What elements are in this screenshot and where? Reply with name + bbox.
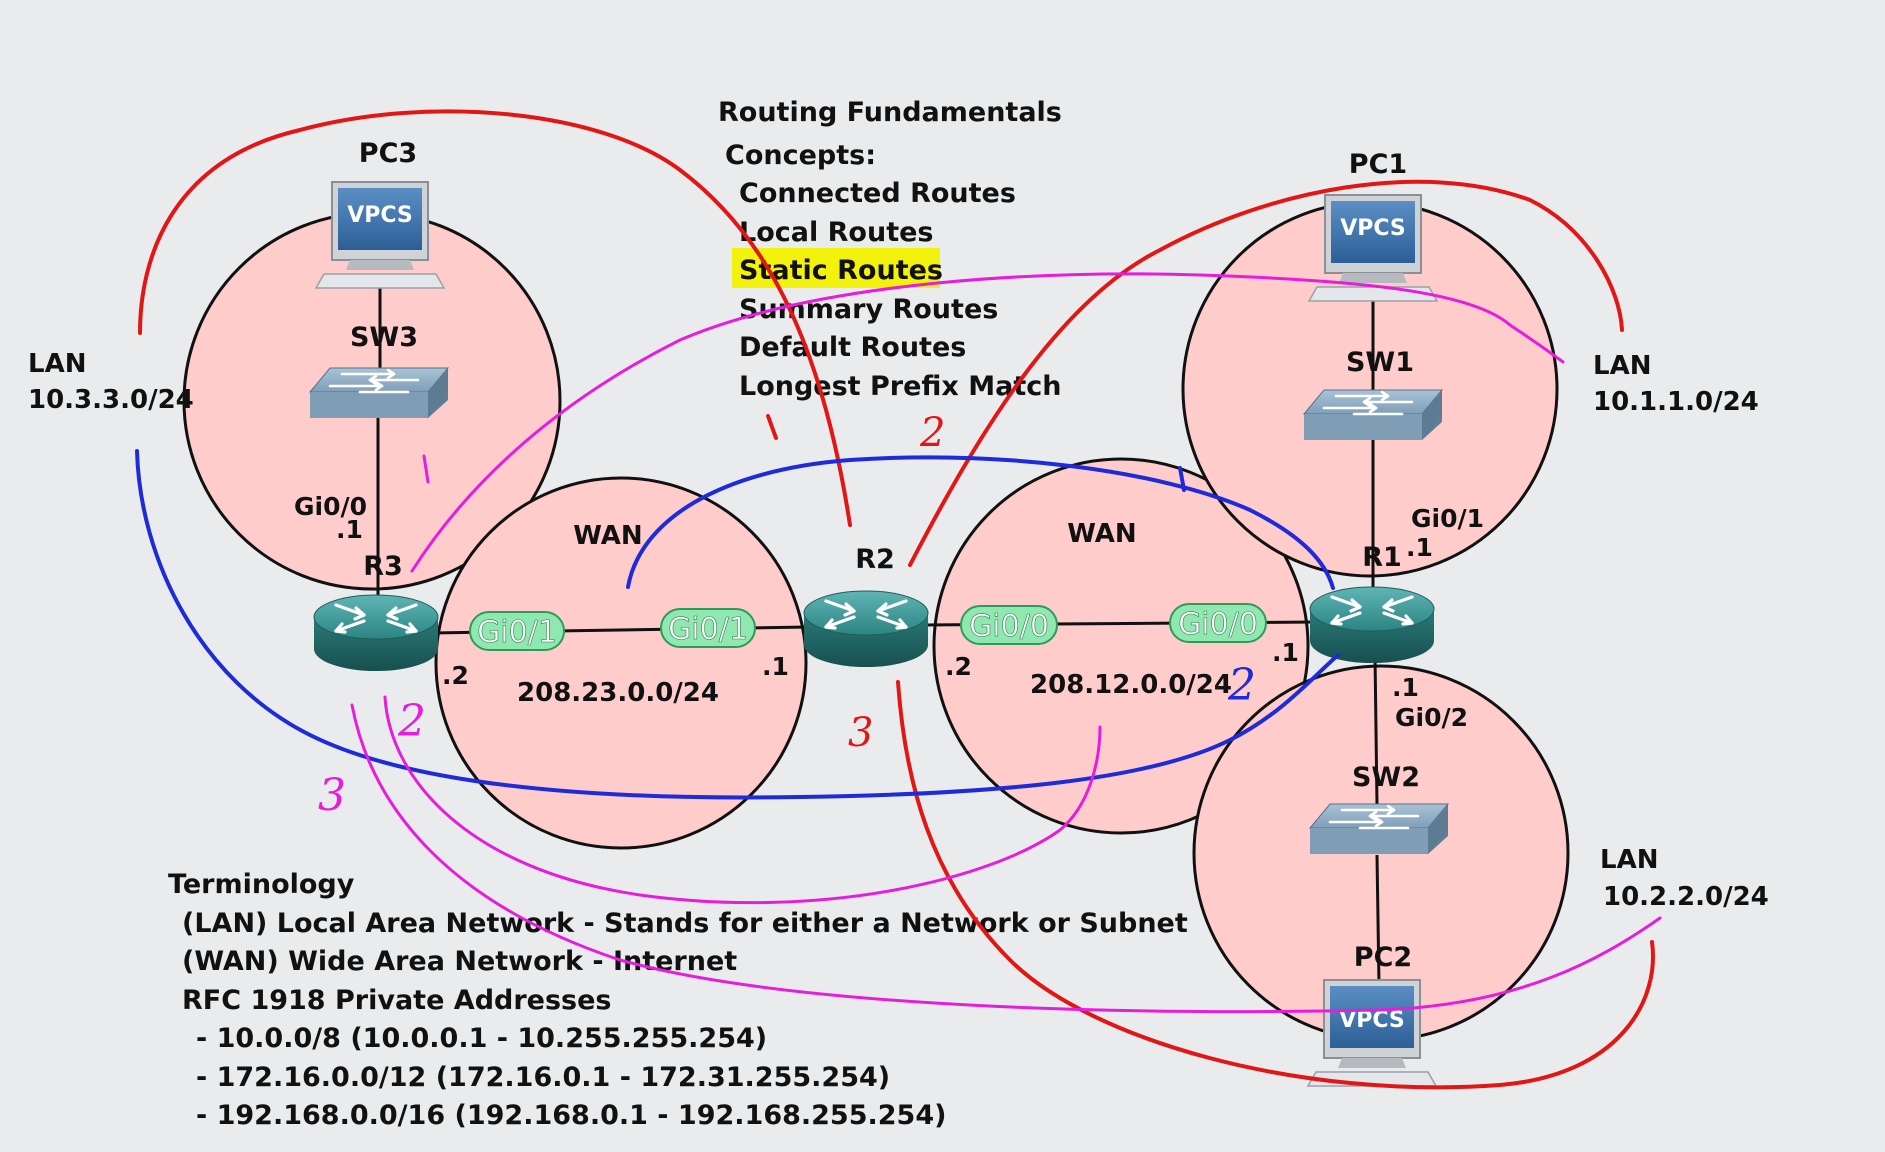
wan-left-zone	[434, 476, 808, 850]
r1-gi02-label: Gi0/2	[1395, 703, 1468, 732]
lan2-subnet: 10.2.2.0/24	[1603, 882, 1769, 912]
svg-text:Gi0/1: Gi0/1	[668, 612, 748, 647]
r1-gi01-ip: .1	[1406, 533, 1433, 562]
concept-item: Longest Prefix Match	[739, 371, 1061, 402]
red-route-3	[896, 680, 1655, 1090]
r2-router[interactable]	[802, 589, 930, 669]
magenta-annotation-3: 3	[318, 770, 346, 821]
r2-right-ip: .2	[945, 652, 972, 681]
port-r2-gi00[interactable]: Gi0/0	[960, 605, 1058, 645]
link-r1-sw2	[1373, 654, 1379, 806]
r3-wan-ip: .2	[442, 661, 469, 690]
red-annotation-3: 3	[848, 710, 873, 756]
terminology-line: (WAN) Wide Area Network - Internet	[182, 946, 737, 977]
r2-label: R2	[855, 544, 895, 575]
red-route-2	[908, 179, 1624, 567]
r1-label: R1	[1362, 542, 1402, 573]
network-labels: LAN 10.3.3.0/24 LAN 10.1.1.0/24 LAN 10.2…	[28, 349, 1769, 912]
zones	[182, 200, 1570, 1042]
r1-wan-ip: .1	[1272, 638, 1299, 667]
pc2-vpcs-label: VPCS	[1339, 1008, 1405, 1033]
magenta-tick-1	[422, 454, 430, 484]
concept-item: Local Routes	[739, 217, 933, 248]
terminology-heading: Terminology	[168, 869, 355, 900]
terminology-line: (LAN) Local Area Network - Stands for ei…	[182, 908, 1188, 939]
sw2-label: SW2	[1352, 762, 1420, 793]
r3-label: R3	[363, 551, 403, 582]
magenta-route-2	[383, 695, 1102, 905]
r3-router[interactable]	[312, 593, 440, 673]
lan1-label: LAN	[1593, 351, 1651, 381]
magenta-route-3	[350, 703, 1662, 1014]
pc3[interactable]: VPCS	[315, 181, 445, 289]
terminology-line: - 192.168.0.0/16 (192.168.0.1 - 192.168.…	[196, 1100, 946, 1131]
pc2-label: PC2	[1354, 942, 1412, 973]
red-annotation-2: 2	[919, 410, 945, 456]
magenta-route-1	[410, 272, 1565, 573]
blue-route-2	[135, 449, 1340, 800]
pc1-vpcs-label: VPCS	[1340, 216, 1406, 241]
port-r2-gi01[interactable]: Gi0/1	[660, 608, 756, 648]
pc1-label: PC1	[1349, 149, 1407, 180]
concept-item: Connected Routes	[739, 178, 1016, 209]
magenta-annotation-2: 2	[397, 696, 426, 747]
terminology-block: Terminology (LAN) Local Area Network - S…	[168, 869, 1188, 1131]
page-title: Routing Fundamentals	[718, 97, 1062, 128]
pc2[interactable]: VPCS	[1307, 979, 1437, 1087]
link-sw2-pc2	[1375, 854, 1381, 986]
concept-item: Summary Routes	[739, 294, 998, 325]
lan2-label: LAN	[1600, 845, 1658, 875]
lan3-label: LAN	[28, 349, 86, 379]
sw1-switch[interactable]	[1302, 388, 1444, 442]
interface-labels: Gi0/0 .1 .2 .1 .2 .1 Gi0/1 .1 .1 Gi0/2	[294, 492, 1484, 732]
pc3-vpcs-label: VPCS	[347, 203, 413, 228]
annotations-blue	[135, 449, 1340, 800]
r1-gi02-ip: .1	[1392, 673, 1419, 702]
device-labels: PC3 PC1 PC2 SW3 SW1 SW2 R3 R2 R1	[350, 138, 1420, 973]
port-r1-gi00[interactable]: Gi0/0	[1169, 603, 1267, 643]
concept-item: Default Routes	[739, 332, 966, 363]
terminology-line: RFC 1918 Private Addresses	[182, 985, 612, 1016]
wan-left-subnet: 208.23.0.0/24	[517, 678, 719, 708]
blue-route-1	[626, 455, 1335, 590]
terminology-line: - 10.0.0/8 (10.0.0.1 - 10.255.255.254)	[196, 1023, 767, 1054]
svg-text:Gi0/1: Gi0/1	[477, 615, 557, 650]
lan3-subnet: 10.3.3.0/24	[28, 385, 194, 415]
concepts-heading: Concepts:	[725, 140, 876, 171]
wan-right-subnet: 208.12.0.0/24	[1030, 670, 1232, 700]
svg-text:Gi0/0: Gi0/0	[969, 609, 1049, 644]
annotations-magenta	[350, 272, 1662, 1014]
sw2-switch[interactable]	[1308, 802, 1450, 856]
wan-right-zone	[932, 457, 1310, 835]
port-r3-gi01[interactable]: Gi0/1	[469, 611, 565, 651]
r1-gi01-label: Gi0/1	[1411, 504, 1484, 533]
lan1-subnet: 10.1.1.0/24	[1593, 387, 1759, 417]
svg-text:Gi0/0: Gi0/0	[1178, 607, 1258, 642]
sw3-switch[interactable]	[308, 366, 450, 420]
wan-right-label: WAN	[1067, 519, 1136, 549]
r3-gi00-ip: .1	[336, 515, 363, 544]
pc3-label: PC3	[359, 138, 417, 169]
blue-tick-1	[1178, 466, 1186, 492]
pc1[interactable]: VPCS	[1308, 194, 1438, 302]
blue-annotation-2: 2	[1227, 660, 1256, 711]
red-tick-1	[766, 414, 778, 440]
concepts-block: Routing Fundamentals Concepts: Connected…	[718, 97, 1062, 402]
sw3-label: SW3	[350, 322, 418, 353]
wan-left-label: WAN	[573, 521, 642, 551]
sw1-label: SW1	[1346, 347, 1414, 378]
r3-gi00-label: Gi0/0	[294, 492, 367, 521]
r1-router[interactable]	[1308, 585, 1436, 665]
r2-left-ip: .1	[762, 652, 789, 681]
terminology-line: - 172.16.0.0/12 (172.16.0.1 - 172.31.255…	[196, 1062, 890, 1093]
